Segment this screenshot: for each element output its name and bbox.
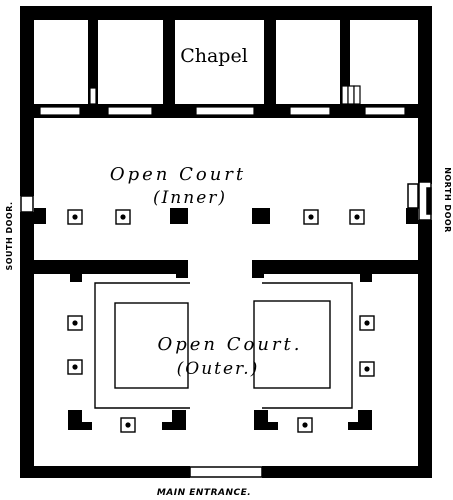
inner-court-subtitle: (Inner) [153,188,227,208]
wall-east-top [418,6,432,184]
north-door-label: NORTH DOOR [443,167,452,233]
room-divider-4 [340,20,350,110]
room-doorways [39,106,406,116]
chapel-label: Chapel [180,45,248,67]
wall-south-left [20,466,190,478]
outer-walls [20,6,432,478]
outer-court [94,282,353,409]
inner-court-title: Open Court [110,164,246,185]
wall-west-top [20,6,34,196]
north-door [407,181,432,221]
south-door-opening [20,195,34,213]
room-fittings [89,85,361,105]
outer-court-title: Open Court. [157,334,302,355]
outer-court-columns [67,315,375,433]
inner-court-columns [34,208,418,225]
room-divider-2 [163,20,175,110]
main-entrance-label: MAIN ENTRANCE. [157,488,251,498]
court-divider [34,260,418,282]
wall-north [20,6,432,20]
main-entrance-opening [189,466,263,478]
outer-court-subtitle: (Outer.) [177,359,260,379]
room-divider-1 [88,20,98,110]
wall-south-right [262,466,432,478]
south-door-label: SOUTH DOOR. [5,201,14,270]
outer-court-piers [68,410,372,430]
wall-west-bottom [20,212,34,478]
room-divider-3 [264,20,276,110]
wall-east-bottom [418,220,432,478]
